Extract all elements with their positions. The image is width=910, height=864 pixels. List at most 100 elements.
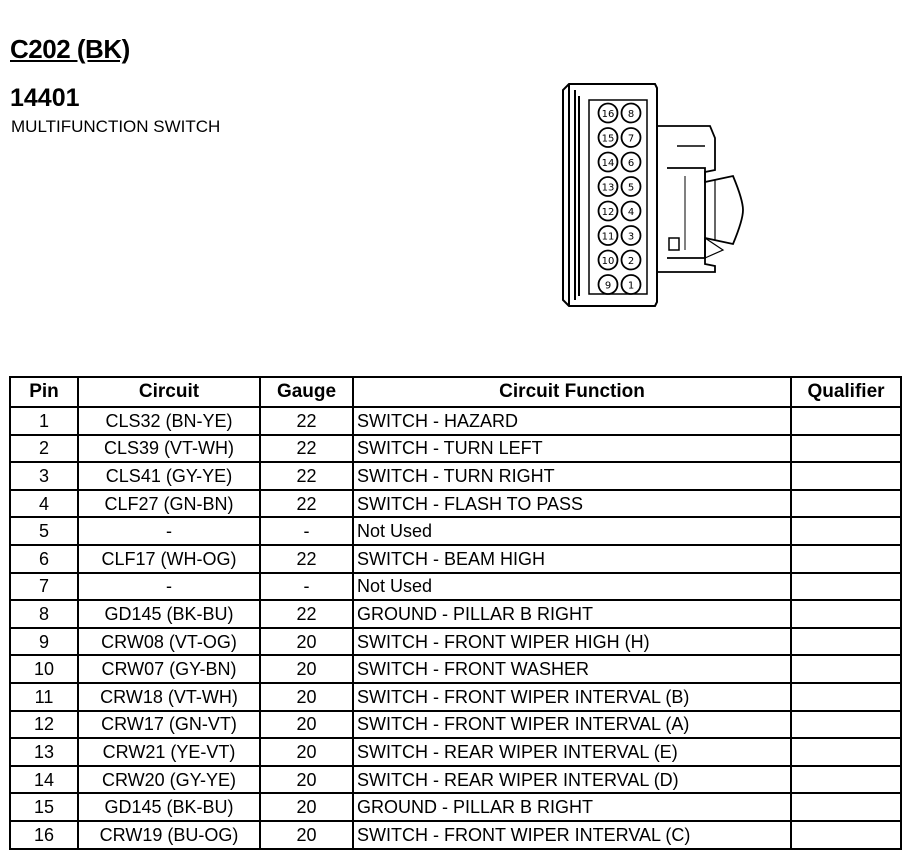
qualifier-cell	[790, 737, 902, 767]
connector-pin: 14	[597, 151, 619, 173]
qualifier-cell	[790, 792, 902, 822]
circuit-function-cell: SWITCH - FRONT WIPER INTERVAL (B)	[352, 681, 792, 712]
connector-pin: 11	[597, 225, 619, 246]
connector-pin: 9	[597, 274, 619, 295]
qualifier-cell	[790, 764, 902, 795]
pin-cell: 8	[9, 599, 79, 629]
connector-pin-label: 14	[602, 158, 615, 169]
connector-pin-label: 6	[628, 158, 634, 169]
gauge-cell: 20	[259, 709, 354, 740]
connector-pin-label: 2	[628, 256, 634, 267]
circuit-cell: CRW18 (VT-WH)	[77, 681, 261, 712]
connector-pin-label: 7	[628, 134, 634, 145]
circuit-cell: CRW20 (GY-YE)	[77, 764, 261, 795]
circuit-function-cell: SWITCH - FRONT WIPER HIGH (H)	[352, 626, 792, 657]
connector-pin: 16	[597, 102, 619, 124]
gauge-cell: 22	[259, 599, 354, 629]
pin-cell: 1	[9, 406, 79, 436]
circuit-cell: CLS39 (VT-WH)	[77, 433, 261, 464]
circuit-function-cell: SWITCH - TURN RIGHT	[352, 461, 792, 491]
connector-pin: 4	[620, 200, 642, 222]
circuit-cell: CRW19 (BU-OG)	[77, 819, 261, 850]
qualifier-cell	[790, 709, 902, 740]
connector-pin: 7	[620, 127, 642, 148]
qualifier-cell	[790, 819, 902, 850]
connector-pin-label: 9	[605, 281, 611, 292]
connector-pin-label: 3	[628, 232, 634, 243]
gauge-cell: 20	[259, 764, 354, 795]
part-number: 14401	[10, 84, 80, 112]
pin-cell: 15	[9, 792, 79, 822]
qualifier-cell	[790, 406, 902, 436]
connector-pin-label: 12	[602, 207, 615, 218]
qualifier-cell	[790, 461, 902, 491]
connector-pin: 10	[597, 249, 619, 271]
connector-pin-label: 5	[628, 183, 634, 194]
qualifier-cell	[790, 433, 902, 464]
circuit-cell: CRW21 (YE-VT)	[77, 737, 261, 767]
gauge-cell: 20	[259, 681, 354, 712]
circuit-cell: -	[77, 516, 261, 546]
pin-cell: 6	[9, 543, 79, 574]
circuit-cell: CRW07 (GY-BN)	[77, 654, 261, 684]
connector-pin: 13	[597, 176, 619, 197]
circuit-function-cell: GROUND - PILLAR B RIGHT	[352, 599, 792, 629]
gauge-cell: 20	[259, 819, 354, 850]
column-header-qualifier: Qualifier	[790, 376, 902, 408]
gauge-cell: 22	[259, 488, 354, 519]
circuit-function-cell: Not Used	[352, 571, 792, 602]
connector-pin: 3	[620, 225, 642, 246]
circuit-function-cell: SWITCH - REAR WIPER INTERVAL (D)	[352, 764, 792, 795]
qualifier-cell	[790, 488, 902, 519]
table-header-row: Pin Circuit Gauge Circuit Function Quali…	[9, 376, 902, 408]
pin-cell: 12	[9, 709, 79, 740]
circuit-cell: CRW08 (VT-OG)	[77, 626, 261, 657]
connector-pin: 5	[620, 176, 642, 197]
connector-pin: 1	[620, 274, 642, 295]
gauge-cell: -	[259, 571, 354, 602]
pin-cell: 2	[9, 433, 79, 464]
gauge-cell: 20	[259, 626, 354, 657]
circuit-cell: CLF17 (WH-OG)	[77, 543, 261, 574]
pin-cell: 16	[9, 819, 79, 850]
gauge-cell: 20	[259, 792, 354, 822]
connector-pin-label: 10	[602, 256, 615, 267]
connector-pin: 15	[597, 127, 619, 148]
column-header-gauge: Gauge	[259, 376, 354, 408]
gauge-cell: 20	[259, 737, 354, 767]
connector-pin: 2	[620, 249, 642, 271]
connector-pin-label: 8	[628, 109, 634, 120]
connector-pin: 8	[620, 102, 642, 124]
gauge-cell: 22	[259, 543, 354, 574]
circuit-function-cell: SWITCH - TURN LEFT	[352, 433, 792, 464]
qualifier-cell	[790, 599, 902, 629]
connector-pin-label: 15	[602, 134, 615, 145]
qualifier-cell	[790, 571, 902, 602]
pin-cell: 13	[9, 737, 79, 767]
pin-cell: 9	[9, 626, 79, 657]
gauge-cell: 22	[259, 433, 354, 464]
circuit-function-cell: SWITCH - FRONT WASHER	[352, 654, 792, 684]
column-header-circuit-function: Circuit Function	[352, 376, 792, 408]
connector-pin-label: 16	[602, 109, 615, 120]
circuit-function-cell: SWITCH - HAZARD	[352, 406, 792, 436]
circuit-function-cell: SWITCH - FRONT WIPER INTERVAL (A)	[352, 709, 792, 740]
qualifier-cell	[790, 543, 902, 574]
circuit-cell: CLS32 (BN-YE)	[77, 406, 261, 436]
circuit-function-cell: SWITCH - FLASH TO PASS	[352, 488, 792, 519]
circuit-cell: GD145 (BK-BU)	[77, 599, 261, 629]
pin-table: Pin Circuit Gauge Circuit Function Quali…	[9, 376, 902, 850]
pin-cell: 5	[9, 516, 79, 546]
